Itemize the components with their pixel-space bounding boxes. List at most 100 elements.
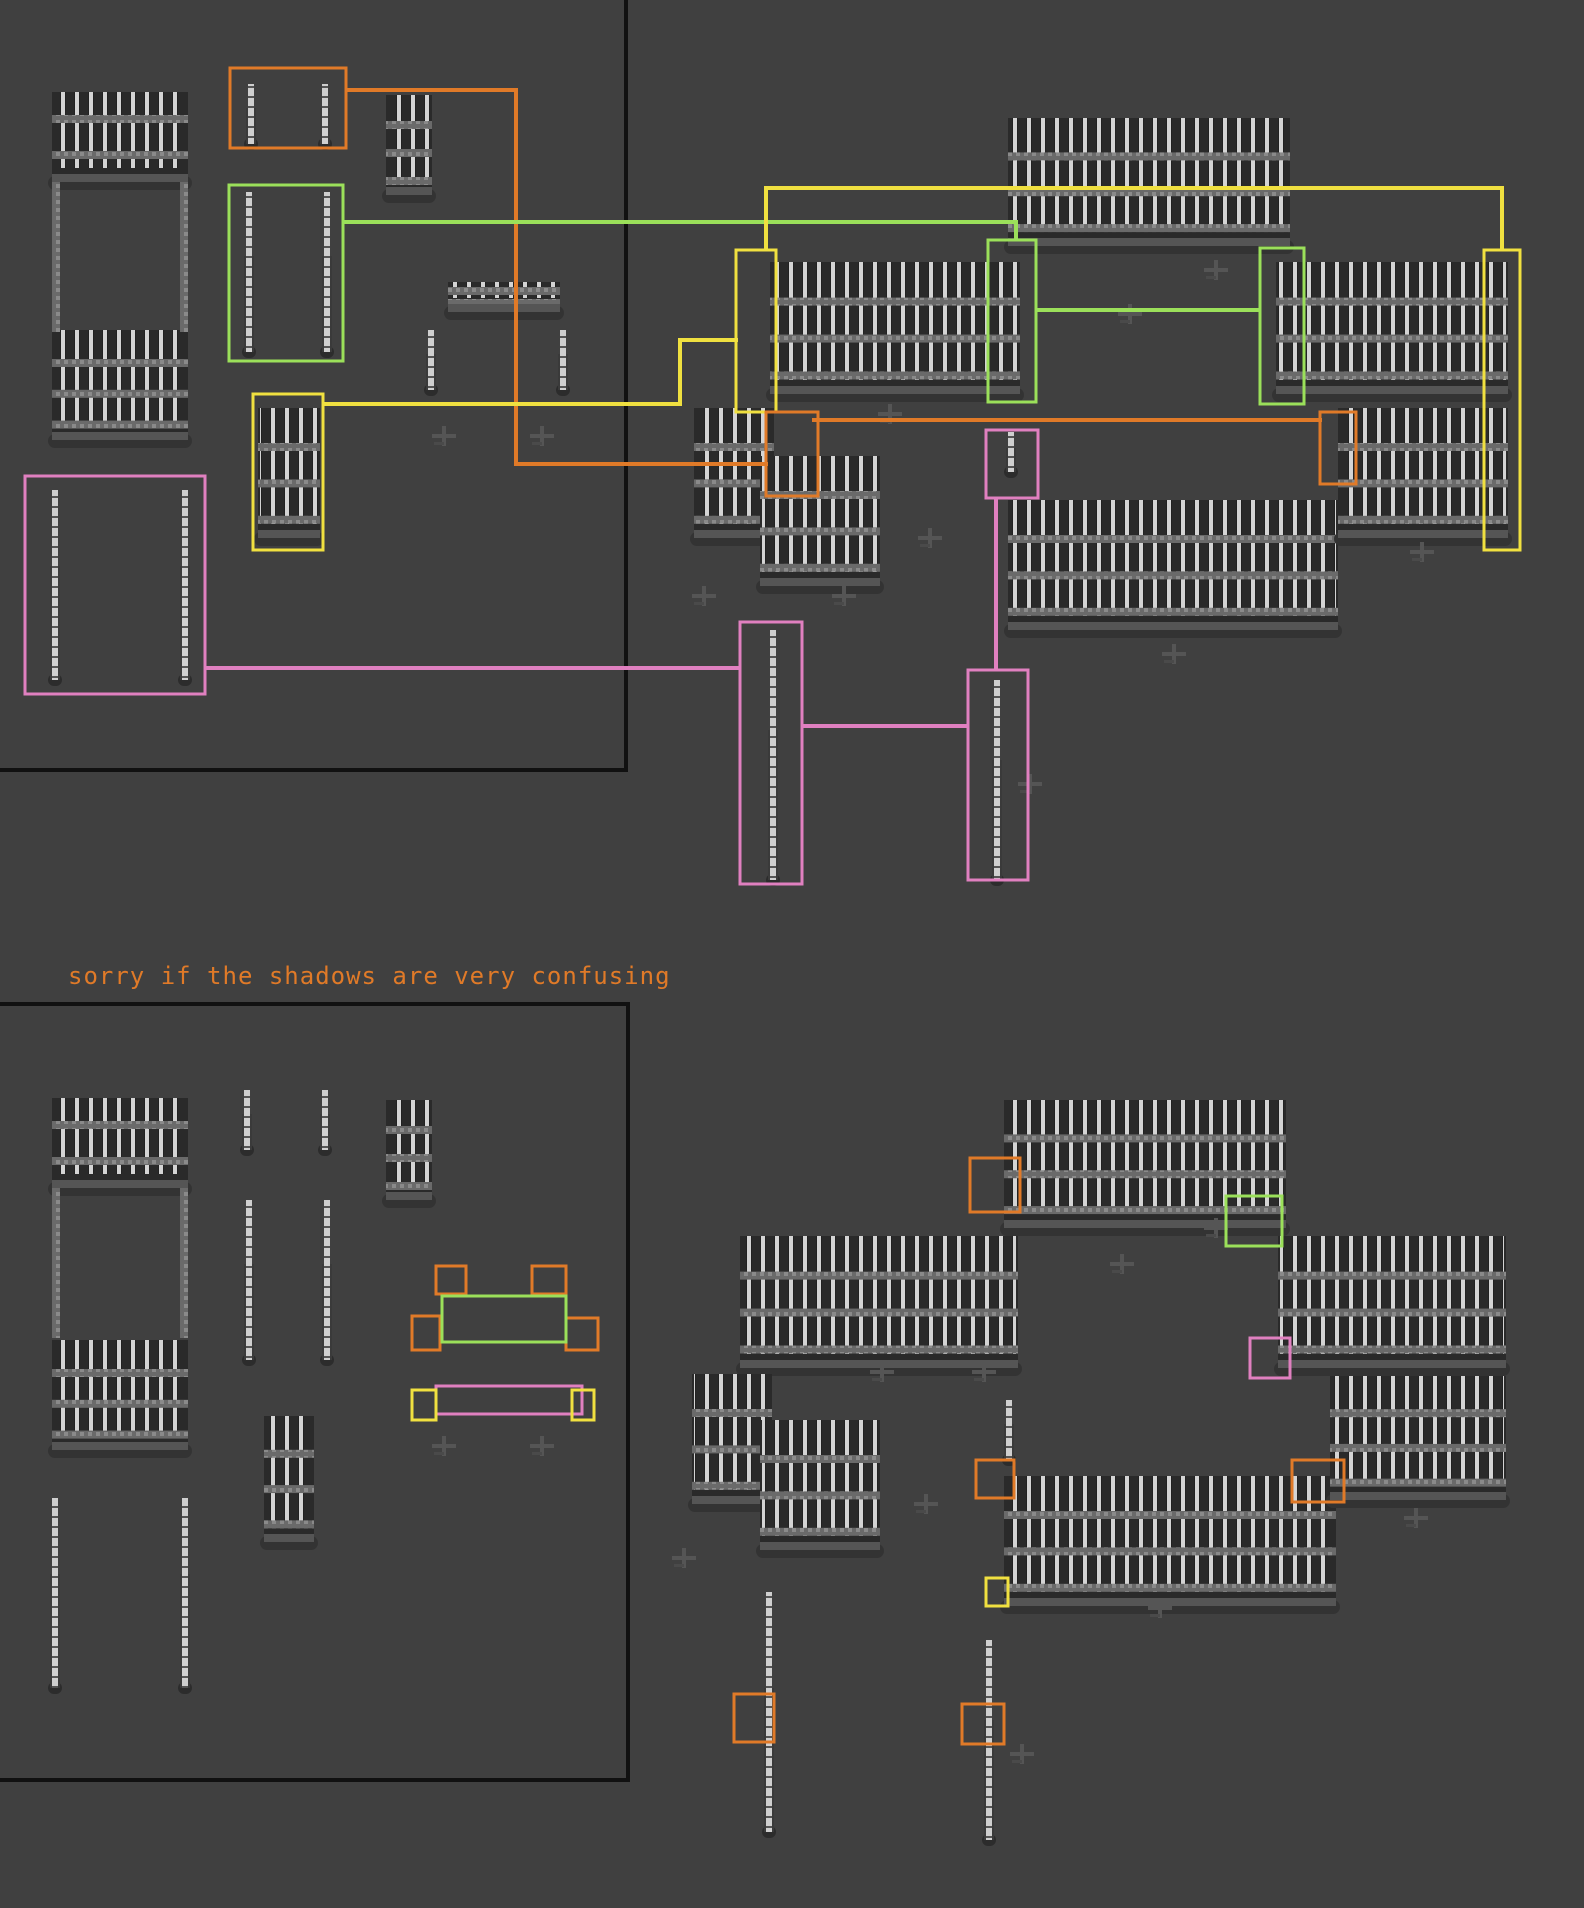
post-bar (770, 630, 776, 880)
fence-crossbar (760, 564, 880, 572)
fence-crossbar (264, 1485, 314, 1493)
tile2-post-b (318, 1090, 332, 1156)
fence-base (1276, 386, 1508, 394)
fence-crossbar (1008, 224, 1290, 232)
fence-base (448, 304, 560, 312)
fence-crossbar (52, 115, 188, 123)
layout2-fence-front (1000, 1476, 1340, 1614)
fence-base (386, 1192, 432, 1200)
fence-crossbar (1004, 1170, 1286, 1178)
post-bar (246, 1200, 252, 1360)
fence-base (52, 432, 188, 440)
fence-base (770, 386, 1020, 394)
layout2-fence-left (736, 1236, 1022, 1376)
fence-base (1330, 1492, 1506, 1500)
tile-post-a (244, 84, 258, 150)
layout-post-mid (1004, 432, 1018, 478)
layout-fence-left (766, 262, 1024, 402)
fence-crossbar (52, 390, 188, 398)
green-connector-line (342, 222, 1016, 240)
bit-h2 (834, 602, 844, 605)
fence-crossbar (52, 1431, 188, 1439)
yellow-connector-line (322, 340, 738, 404)
fence-crossbar (258, 479, 320, 487)
fence-crossbar (1004, 1584, 1336, 1592)
fence-base (258, 530, 320, 538)
layout-post-long-a (766, 630, 780, 886)
tile2-post-a (240, 1090, 254, 1156)
fence-rails (1280, 1236, 1504, 1354)
bit-h2 (1412, 558, 1422, 561)
post-bar (182, 1498, 188, 1688)
fence-crossbar (52, 359, 188, 367)
fence-crossbar (770, 335, 1020, 343)
layout2-fence-lower-left-b (756, 1420, 884, 1558)
layout2-bit-c (1110, 1254, 1134, 1274)
fence-rails (388, 95, 430, 181)
tile-fence-top (48, 92, 192, 190)
tile2-bit-b (530, 1436, 554, 1456)
fence-base (1278, 1360, 1506, 1368)
fence-crossbar (1278, 1272, 1506, 1280)
fence-crossbar (1008, 152, 1290, 160)
layout-bit-d (1118, 304, 1142, 324)
bit-h2 (532, 1452, 542, 1455)
post-bar (248, 84, 254, 144)
fence-crossbar (386, 1126, 432, 1134)
fence-crossbar (258, 516, 320, 524)
tile-ladder (254, 408, 324, 546)
fence-crossbar (692, 1409, 772, 1417)
post-bar (322, 1090, 328, 1150)
bit-h2 (1120, 320, 1130, 323)
post-bar (1006, 1400, 1012, 1460)
post-bar (560, 330, 566, 390)
tile2-corner-piece (382, 1100, 436, 1208)
layout-post-long-b (990, 680, 1004, 886)
fence-rails (1010, 118, 1288, 232)
fence-rails (1278, 262, 1506, 380)
tile2-bit-a (432, 1436, 456, 1456)
fence-crossbar (52, 1157, 188, 1165)
bit-h2 (974, 1378, 984, 1381)
bit-h2 (920, 544, 930, 547)
fence-rails (388, 1100, 430, 1186)
fence-rails (694, 1374, 770, 1490)
tile-post-d (320, 192, 334, 358)
fence-crossbar (694, 443, 774, 451)
fence-rails (260, 408, 318, 524)
fence-crossbar (740, 1272, 1018, 1280)
layout-fence-right (1272, 262, 1512, 402)
fence-crossbar (386, 121, 432, 129)
fence-crossbar (1276, 372, 1508, 380)
fence-crossbar (770, 298, 1020, 306)
bit-h2 (1150, 1614, 1160, 1617)
fence-base (264, 1534, 314, 1542)
yellow-piece-box-a (412, 1390, 436, 1420)
fence-crossbar (1276, 298, 1508, 306)
fence-crossbar (52, 151, 188, 159)
tile-arch-right (556, 330, 570, 396)
tile-fence-right-side (180, 182, 188, 332)
fence-base (1008, 238, 1290, 246)
layout-fence-lower-left-b (756, 456, 884, 594)
fence-rails (1340, 408, 1506, 524)
fence-rails (762, 1420, 878, 1536)
fence-rails (54, 330, 186, 426)
post-bar (324, 1200, 330, 1360)
layout-bit-c (918, 528, 942, 548)
fence-crossbar (1276, 335, 1508, 343)
fence-crossbar (52, 1400, 188, 1408)
fence-base (52, 1180, 188, 1188)
fence-crossbar (386, 1182, 432, 1190)
bit-h2 (1012, 1760, 1022, 1763)
fence-crossbar (1330, 1409, 1506, 1417)
tile-post-c (242, 192, 256, 358)
fence-base (52, 1442, 188, 1450)
layout2-bit-g (1010, 1744, 1034, 1764)
fence-rails (54, 1340, 186, 1436)
fence-rails (1332, 1376, 1504, 1486)
tile-post-b (318, 84, 332, 150)
post-bar (994, 680, 1000, 880)
fence-crossbar (1330, 1479, 1506, 1487)
